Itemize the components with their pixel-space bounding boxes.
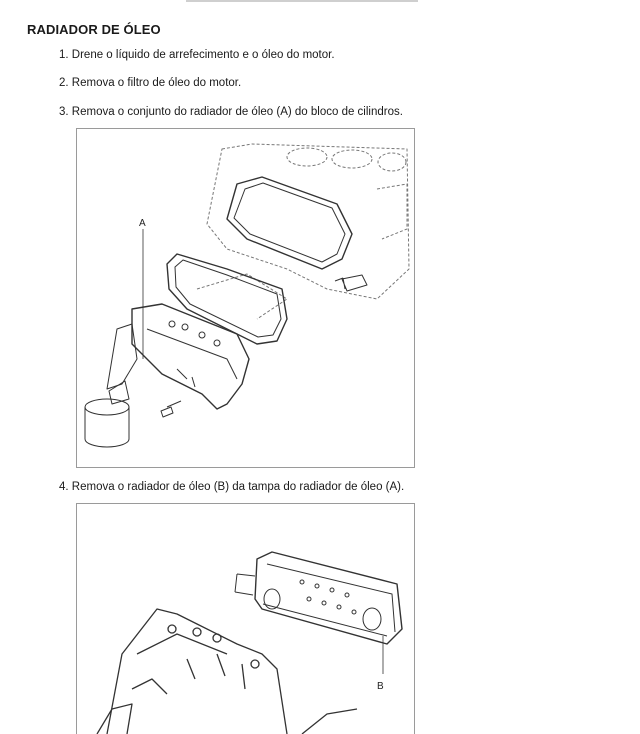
page-top-rule — [186, 0, 418, 2]
step-4-text: 4. Remova o radiador de óleo (B) da tamp… — [59, 481, 405, 493]
oil-cooler-cover-bottom-drawing — [96, 608, 358, 734]
oil-filter-drawing — [84, 398, 130, 448]
callout-b-label: B — [377, 681, 384, 692]
step-2-text: 2. Remova o filtro de óleo do motor. — [59, 77, 242, 89]
cylinder-block-drawing — [196, 143, 410, 320]
bolt-drawing — [160, 400, 182, 418]
oil-cooler-assembly-illustration: A — [84, 143, 410, 448]
oil-cooler-drawing — [234, 551, 403, 645]
figure-oil-cooler-separation: B — [76, 503, 415, 734]
cover-gasket-drawing — [166, 253, 288, 345]
block-gasket-drawing — [226, 176, 353, 270]
section-title: RADIADOR DE ÓLEO — [27, 22, 161, 37]
sensor-drawing — [334, 274, 368, 292]
step-3-text: 3. Remova o conjunto do radiador de óleo… — [59, 106, 403, 118]
step-1-text: 1. Drene o líquido de arrefecimento e o … — [59, 49, 335, 61]
figure-oil-cooler-assembly-removal: A — [76, 128, 415, 468]
callout-a-label: A — [139, 218, 146, 229]
oil-cooler-separation-illustration: B — [96, 551, 403, 734]
oil-cooler-cover-drawing — [131, 303, 250, 410]
